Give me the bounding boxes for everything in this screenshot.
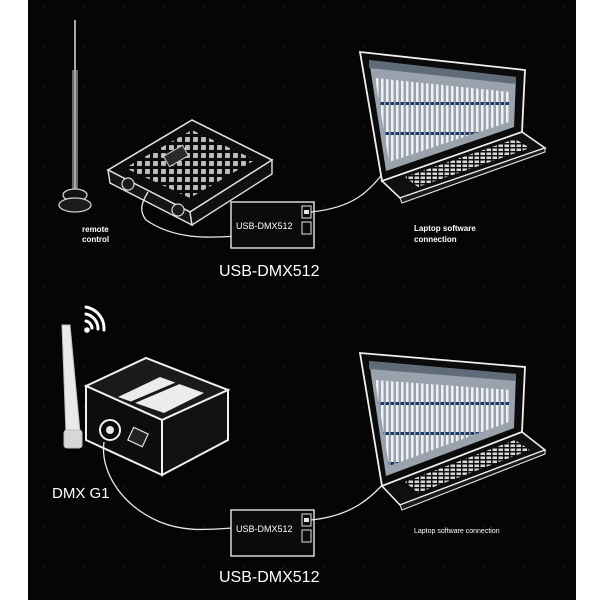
- antenna-icon: [61, 324, 83, 449]
- laptop-label-line2: connection: [414, 235, 457, 244]
- usb-caption-bottom: USB-DMX512: [219, 569, 320, 586]
- laptop-label-line1: Laptop software: [414, 224, 476, 233]
- usb-caption: USB-DMX512: [219, 263, 320, 280]
- remote-control-label-line2: control: [82, 235, 110, 244]
- dmx-console-icon: [106, 119, 274, 227]
- remote-control-label-line1: remote: [82, 225, 109, 234]
- wifi-signal-icon: [84, 305, 106, 333]
- laptop-icon: [358, 352, 547, 511]
- usb-device-label-bottom: USB-DMX512: [236, 524, 293, 534]
- usb-adapter-icon: [230, 509, 315, 557]
- dmx-box-icon: [83, 356, 231, 477]
- laptop-label-bottom: Laptop software connection: [414, 528, 500, 535]
- antenna-icon: [58, 20, 92, 213]
- laptop-icon: [358, 50, 547, 204]
- device-label-dmx-g1: DMX G1: [52, 485, 110, 502]
- usb-adapter-icon: [230, 201, 315, 249]
- usb-device-label: USB-DMX512: [236, 221, 293, 231]
